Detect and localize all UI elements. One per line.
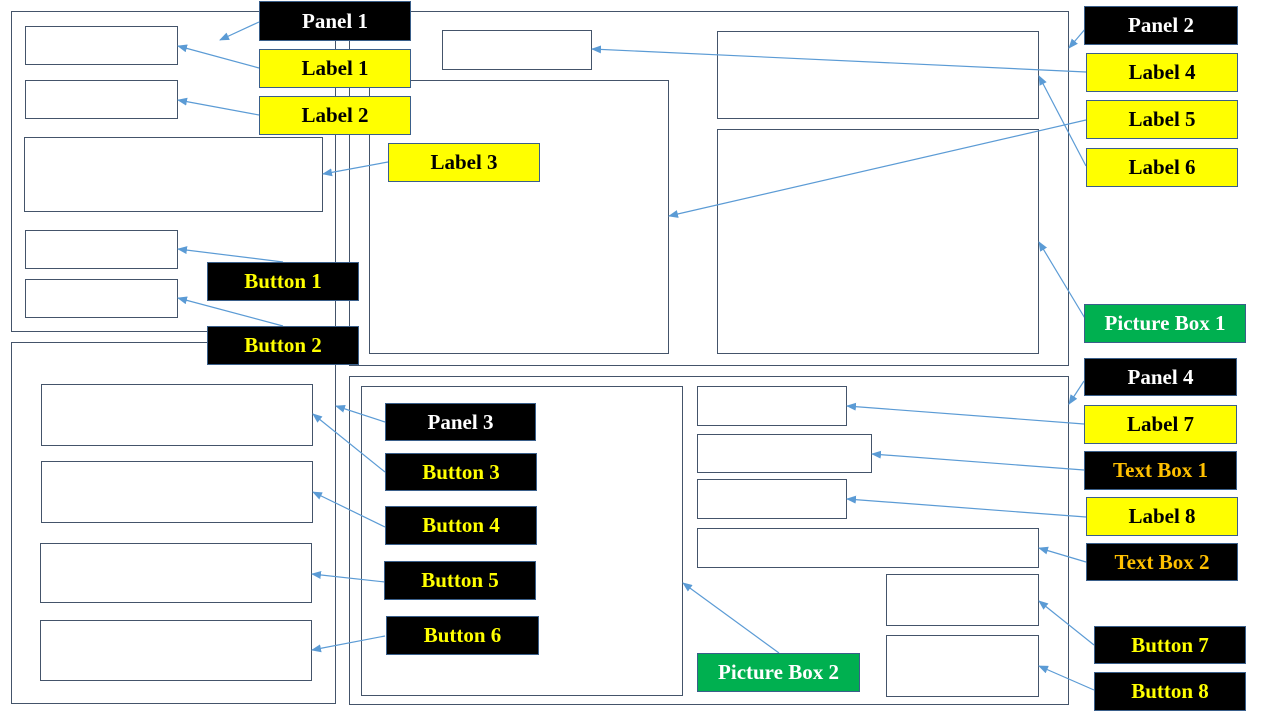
label-2-tag: Label 2: [259, 96, 411, 135]
panel-1-tag: Panel 1: [259, 1, 411, 41]
arrow-label-4: [591, 45, 1087, 73]
picture-box-2-tag: Picture Box 2: [697, 653, 860, 692]
panel-4-tag: Panel 4: [1084, 358, 1237, 396]
arrow-button-6: [311, 635, 386, 653]
arrow-label-8: [846, 495, 1087, 518]
button-3-tag: Button 3: [385, 453, 537, 491]
label-6-box: [717, 31, 1039, 119]
picture-box-2-frame: [361, 386, 683, 696]
label-5-tag: Label 5: [1086, 100, 1238, 139]
label-7-tag: Label 7: [1084, 405, 1237, 444]
label-3-tag: Label 3: [388, 143, 540, 182]
arrow-label-2: [177, 97, 260, 116]
arrow-text-box-2: [1038, 546, 1087, 563]
arrow-button-4: [312, 491, 386, 528]
arrow-label-3: [322, 161, 389, 177]
arrow-button-2: [177, 296, 284, 327]
label-4-tag: Label 4: [1086, 53, 1238, 92]
arrow-button-5: [311, 571, 386, 583]
arrow-label-5: [668, 119, 1087, 218]
label-8-tag: Label 8: [1086, 497, 1238, 536]
button-8-tag: Button 8: [1094, 672, 1246, 711]
button-4-tag: Button 4: [385, 506, 537, 545]
text-box-2-tag: Text Box 2: [1086, 543, 1238, 581]
arrow-button-3: [312, 413, 386, 473]
button-1-tag: Button 1: [207, 262, 359, 301]
panel-3-tag: Panel 3: [385, 403, 536, 441]
arrow-label-7: [846, 402, 1085, 425]
label-6-tag: Label 6: [1086, 148, 1238, 187]
button-7-box[interactable]: [886, 574, 1039, 626]
panel-2-tag: Panel 2: [1084, 6, 1238, 45]
arrow-panel-1: [219, 21, 260, 41]
arrow-picture-box-2: [682, 582, 780, 654]
picture-box-1-tag: Picture Box 1: [1084, 304, 1246, 343]
arrow-button-1: [177, 246, 284, 263]
label-1-tag: Label 1: [259, 49, 411, 88]
panel-3-frame: [11, 342, 336, 704]
text-box-1-tag: Text Box 1: [1084, 451, 1237, 490]
button-5-tag: Button 5: [384, 561, 536, 600]
button-6-tag: Button 6: [386, 616, 539, 655]
arrow-panel-3: [335, 404, 386, 423]
arrow-panel-4: [1068, 380, 1085, 405]
arrow-picture-box-1: [1038, 241, 1087, 321]
arrow-panel-2: [1068, 27, 1087, 49]
arrow-button-8: [1038, 665, 1095, 691]
arrow-label-1: [177, 44, 260, 69]
arrow-label-6: [1038, 75, 1087, 167]
button-7-tag: Button 7: [1094, 626, 1246, 664]
panel-4-frame: [349, 376, 1069, 705]
panel-2-frame: [349, 11, 1069, 366]
arrow-button-7: [1038, 600, 1095, 646]
arrow-text-box-1: [871, 450, 1085, 471]
button-2-tag: Button 2: [207, 326, 359, 365]
